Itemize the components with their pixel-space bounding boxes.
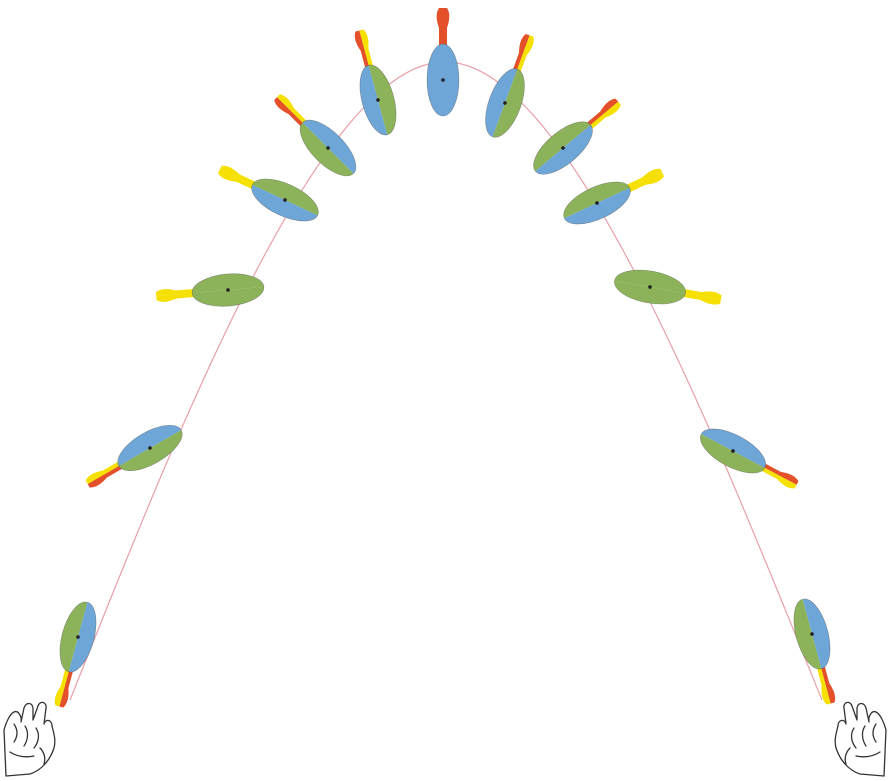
club-2 (80, 416, 190, 498)
club-6 (344, 26, 403, 139)
clubs-group (44, 8, 846, 711)
trajectory-arc (70, 62, 822, 700)
club-12 (694, 420, 804, 499)
left-hand-icon (4, 702, 55, 776)
club-8 (478, 30, 545, 142)
right-hand-icon (835, 702, 886, 776)
club-13 (787, 595, 846, 708)
club-3 (155, 271, 265, 312)
club-handle-half (443, 8, 449, 50)
club-body-half (443, 44, 459, 116)
club-handle-half (437, 8, 443, 50)
club-body-half (427, 44, 443, 116)
club-9 (525, 89, 628, 183)
club-7 (427, 8, 459, 116)
club-11 (612, 265, 724, 315)
club-4 (213, 155, 324, 230)
club-1 (44, 598, 103, 711)
club-center-dot (441, 78, 445, 82)
